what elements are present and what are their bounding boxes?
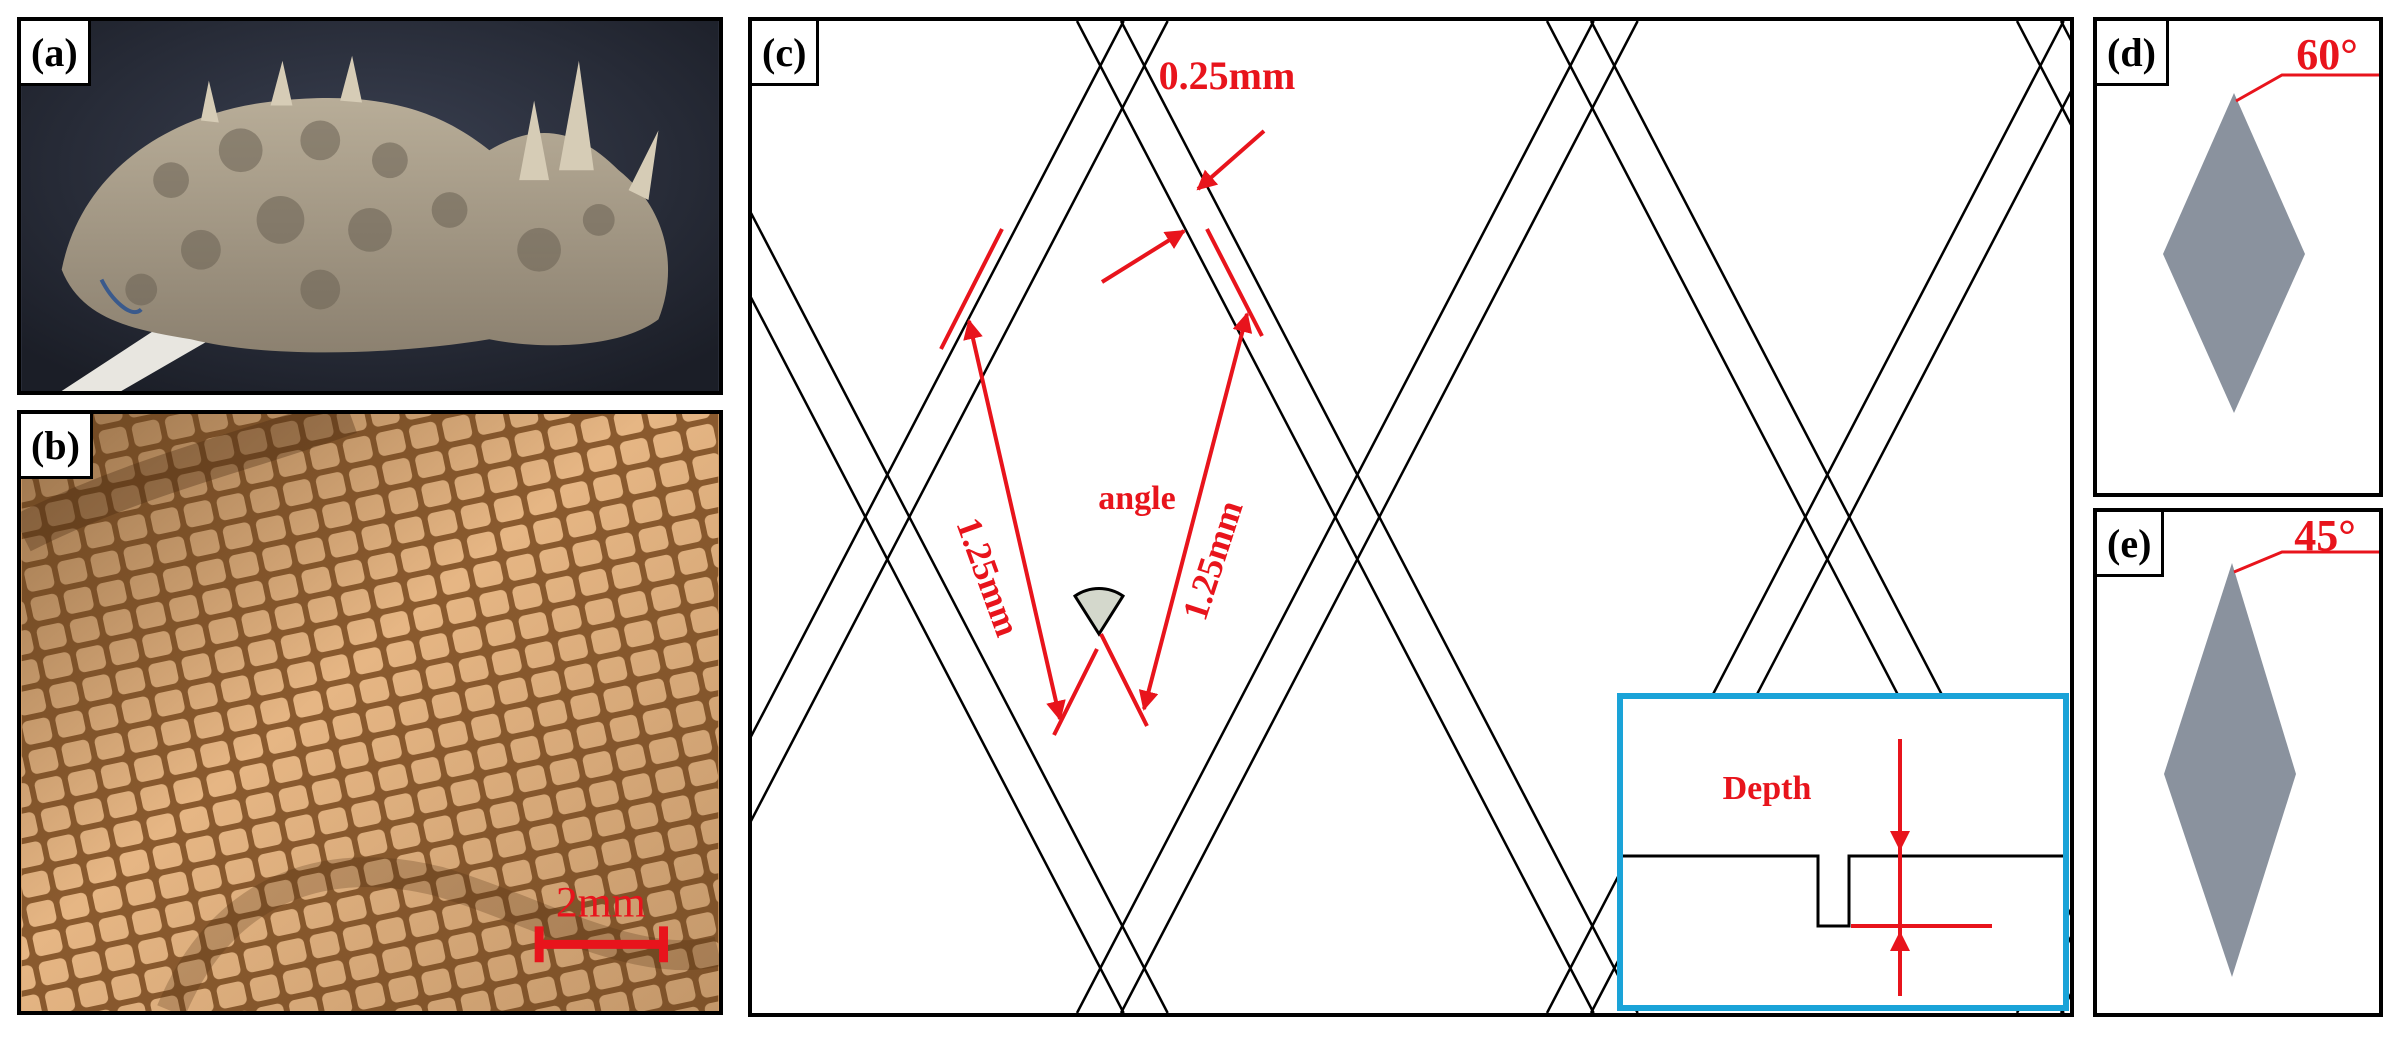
panel-e-label: (e) xyxy=(2097,512,2165,577)
specimen-tag xyxy=(61,319,211,391)
right-side-length-label: 1.25mm xyxy=(1175,496,1251,625)
lizard-photo xyxy=(21,21,719,391)
panel-c-groove-schematic: angle 0.25mm 1.25mm 1.25mm Depth (c) xyxy=(748,17,2074,1017)
scale-texture-photo: 2mm xyxy=(21,414,719,1011)
diamond-60-shape xyxy=(2163,93,2305,413)
depth-inset: Depth xyxy=(1617,693,2069,1011)
scale-bar-label: 2mm xyxy=(556,878,646,926)
groove-edge-line xyxy=(752,212,1169,1013)
panel-b-label: (b) xyxy=(21,414,93,479)
angle-wedge xyxy=(1072,586,1126,637)
diamond-45-shape xyxy=(2164,563,2296,977)
groove-edge-line xyxy=(752,21,1125,738)
panel-e-45-degree-diamond: 45° (e) xyxy=(2093,508,2383,1017)
width-label: 0.25mm xyxy=(1159,53,1296,98)
panel-d-label: (d) xyxy=(2097,21,2169,86)
groove-edge-line xyxy=(1075,21,1595,1013)
groove-edge-line xyxy=(1119,21,1639,1013)
angle-label: angle xyxy=(1098,480,1175,517)
diamond-60-diagram: 60° xyxy=(2163,30,2379,413)
panel-b-scale-photo: 2mm (b) xyxy=(17,410,723,1015)
panel-a-label: (a) xyxy=(21,21,91,86)
panel-a-lizard-photo: (a) xyxy=(17,17,723,395)
groove-profile xyxy=(1623,854,2063,928)
panel-d-60-degree-diamond: 60° (d) xyxy=(2093,17,2383,497)
angle-45-label: 45° xyxy=(2294,512,2356,560)
angle-60-label: 60° xyxy=(2296,30,2358,79)
groove-edge-line xyxy=(752,21,1169,822)
diamond-45-diagram: 45° xyxy=(2164,512,2379,977)
groove-edge-line xyxy=(752,296,1125,1013)
panel-c-label: (c) xyxy=(752,21,820,86)
groove-pattern-diagram: angle 0.25mm 1.25mm 1.25mm Depth xyxy=(752,21,2070,1013)
depth-label: Depth xyxy=(1723,770,1812,807)
